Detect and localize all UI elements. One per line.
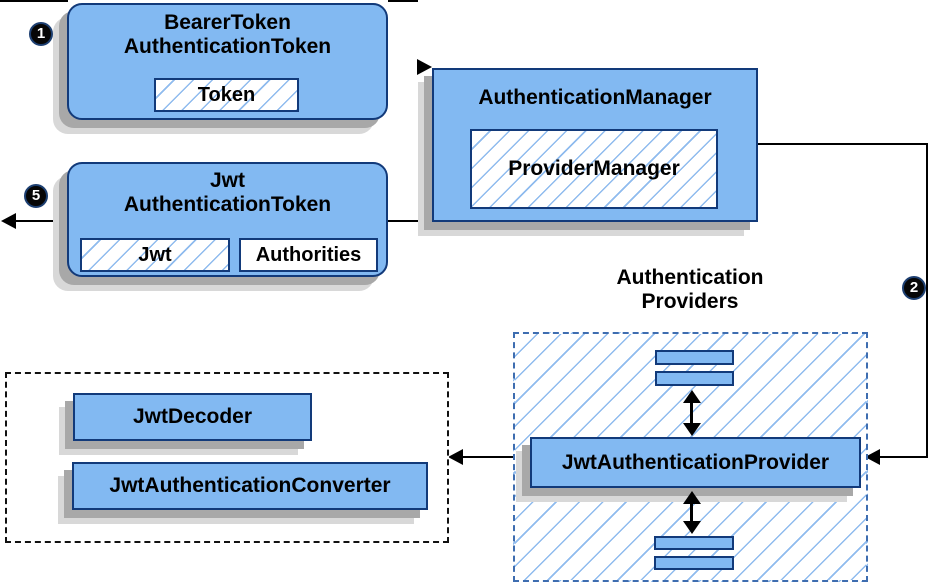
step-5-badge: 5 [24, 184, 48, 208]
node-title-line1: Jwt [209, 169, 245, 192]
node-title-line2: AuthenticationToken [123, 193, 332, 216]
arrowhead-left-icon [865, 449, 880, 465]
step-1-badge: 1 [29, 22, 53, 46]
jwt-token-out-line [15, 220, 67, 222]
jwt-authentication-token-node: Jwt AuthenticationToken Jwt Authorities [67, 162, 388, 277]
jwt-authentication-converter-node: JwtAuthenticationConverter [72, 462, 428, 510]
jwt-chip: Jwt [80, 238, 230, 272]
provider-placeholder-bar [654, 556, 734, 570]
node-title-line2: AuthenticationToken [123, 35, 332, 58]
manager-to-provider-line-top [758, 143, 928, 145]
authentication-providers-label: Authentication Providers [565, 266, 815, 314]
manager-to-provider-line-vertical [926, 143, 928, 458]
token-chip: Token [154, 78, 299, 112]
manager-to-provider-line-bottom [879, 456, 928, 458]
arrowhead-left-icon [1, 213, 16, 229]
manager-to-jwt-token-line [388, 220, 432, 222]
node-title: AuthenticationManager [478, 86, 712, 109]
request-in-line [0, 0, 68, 2]
bearer-to-manager-line [388, 0, 418, 2]
node-title: BearerToken AuthenticationToken [69, 11, 386, 59]
double-arrow-icon [681, 390, 703, 436]
node-title: Jwt AuthenticationToken [69, 169, 386, 217]
jwt-authentication-provider-node: JwtAuthenticationProvider [530, 437, 861, 488]
arrowhead-left-icon [448, 449, 463, 465]
authentication-providers-label-line2: Providers [641, 290, 739, 313]
provider-placeholder-bar [655, 371, 734, 386]
node-title-line1: BearerToken [164, 11, 291, 34]
step-2-badge: 2 [902, 276, 926, 300]
jwt-decoder-node: JwtDecoder [73, 393, 312, 441]
provider-manager-chip: ProviderManager [470, 129, 718, 209]
provider-placeholder-bar [654, 536, 734, 550]
authentication-providers-label-line1: Authentication [616, 266, 764, 289]
arrowhead-right-icon [417, 59, 432, 75]
authentication-providers-group: JwtAuthenticationProvider [513, 332, 868, 582]
authorities-chip: Authorities [239, 238, 378, 272]
provider-to-converters-line [462, 456, 513, 458]
bearer-token-authentication-token-node: BearerToken AuthenticationToken Token [67, 3, 388, 120]
provider-placeholder-bar [655, 350, 734, 365]
authentication-manager-node: AuthenticationManager ProviderManager [432, 68, 758, 222]
double-arrow-icon [681, 491, 703, 534]
